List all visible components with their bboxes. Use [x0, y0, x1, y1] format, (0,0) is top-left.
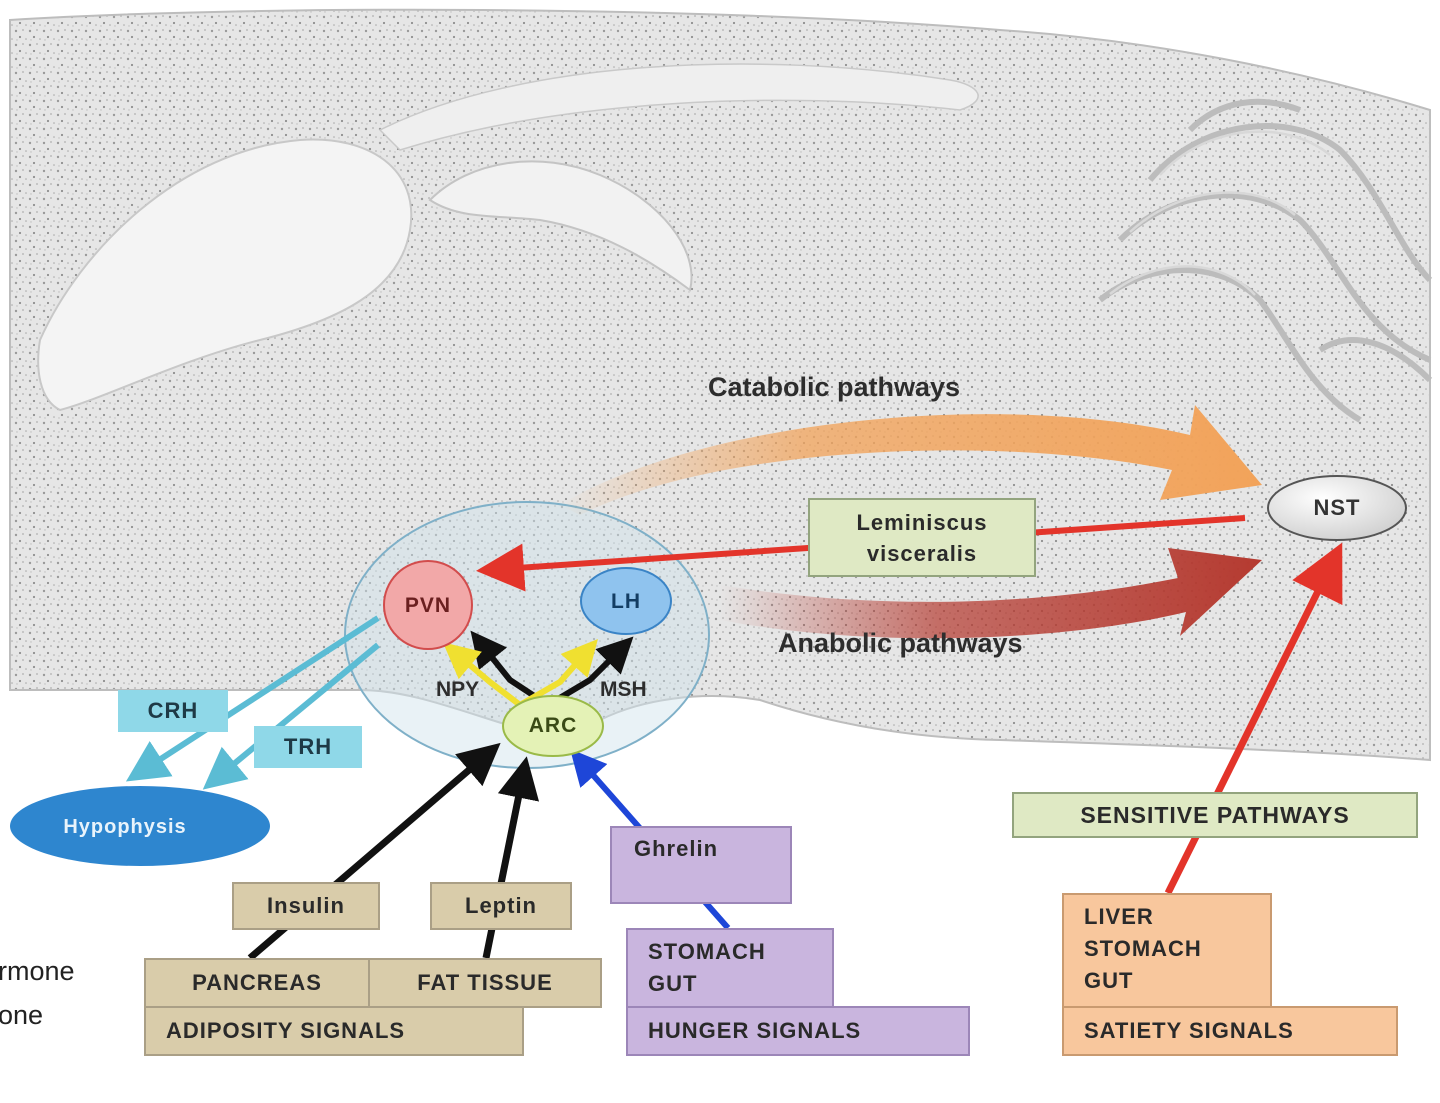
cropped-text-line2: one	[0, 1000, 44, 1030]
cropped-text-line1: rmone	[0, 956, 75, 986]
liver-stomach-gut-box: LIVER STOMACH GUT	[1062, 893, 1272, 1009]
pancreas-box: PANCREAS	[144, 958, 370, 1008]
stomach-label: STOMACH	[648, 939, 766, 964]
ventricle-shape	[37, 138, 413, 412]
leminiscus-visceralis-box: Leminiscus visceralis	[808, 498, 1036, 577]
ghrelin-box: Ghrelin	[610, 826, 792, 904]
liver-label: LIVER	[1084, 904, 1154, 929]
crh-arrow	[125, 615, 380, 782]
ghrelin-label: Ghrelin	[634, 836, 719, 861]
fat-tissue-box: FAT TISSUE	[368, 958, 602, 1008]
sensitive-pathways-box: SENSITIVE PATHWAYS	[1012, 792, 1418, 838]
gut-label-2: GUT	[1084, 968, 1134, 993]
stomach-gut-box: STOMACH GUT	[626, 928, 834, 1008]
npy-label: NPY	[436, 678, 480, 701]
arc-node	[502, 695, 604, 757]
nst-label: NST	[1313, 495, 1361, 520]
catabolic-pathway-arrow	[560, 405, 1262, 515]
adiposity-signals-box: ADIPOSITY SIGNALS	[144, 1006, 524, 1056]
hippocampus-shape	[428, 160, 693, 292]
lh-node	[580, 567, 672, 635]
trh-box: TRH	[254, 726, 362, 768]
stomach-label-2: STOMACH	[1084, 936, 1202, 961]
msh-label: MSH	[600, 678, 647, 701]
catabolic-pathways-label: Catabolic pathways	[708, 372, 961, 402]
satiety-signals-box: SATIETY SIGNALS	[1062, 1006, 1398, 1056]
anabolic-pathways-label: Anabolic pathways	[778, 628, 1023, 658]
hypophysis-node	[10, 786, 270, 866]
leminiscus-line1: Leminiscus	[856, 510, 988, 535]
hypophysis-label: Hypophysis	[63, 815, 187, 838]
pvn-node	[383, 560, 473, 650]
leptin-box: Leptin	[430, 882, 572, 930]
pvn-label: PVN	[404, 594, 452, 617]
insulin-box: Insulin	[232, 882, 380, 930]
hunger-signals-box: HUNGER SIGNALS	[626, 1006, 970, 1056]
crh-box: CRH	[118, 690, 228, 732]
cortex-fold	[378, 63, 979, 151]
arc-label: ARC	[528, 714, 578, 737]
gut-label: GUT	[648, 971, 698, 996]
npy-yellow-arrow	[442, 642, 522, 708]
nst-node	[1267, 475, 1407, 541]
anabolic-pathway-arrow	[720, 548, 1262, 639]
lh-label: LH	[611, 590, 641, 613]
cerebellum-folds	[1098, 98, 1433, 423]
leminiscus-line2: visceralis	[866, 541, 978, 566]
trh-arrow	[202, 642, 380, 790]
